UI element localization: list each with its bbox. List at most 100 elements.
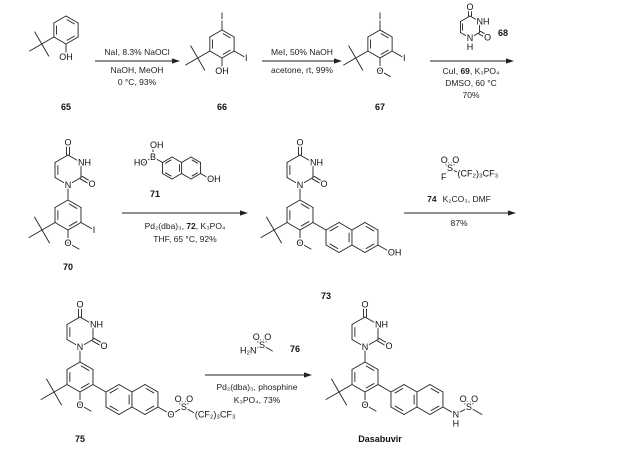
bond bbox=[157, 406, 172, 415]
bond bbox=[152, 156, 163, 163]
bond bbox=[93, 337, 106, 346]
bond bbox=[67, 222, 82, 231]
bond bbox=[91, 340, 104, 348]
bond bbox=[53, 36, 67, 45]
bond bbox=[41, 36, 55, 45]
bond bbox=[190, 156, 202, 163]
bond bbox=[266, 216, 275, 231]
bond bbox=[54, 199, 69, 208]
bond bbox=[300, 203, 310, 209]
fluorine: F bbox=[441, 172, 447, 182]
reaction-arrow-3 bbox=[430, 58, 514, 64]
bond bbox=[390, 384, 405, 393]
bond bbox=[377, 384, 392, 393]
ring-nitrogen: N bbox=[467, 33, 474, 43]
bond bbox=[450, 160, 458, 170]
carbonyl-oxygen: O bbox=[484, 32, 491, 42]
arrowhead-icon bbox=[506, 58, 514, 64]
bond bbox=[105, 406, 120, 415]
bond bbox=[28, 229, 43, 238]
bond bbox=[118, 384, 133, 393]
step-4-pre: Pd₂(dba)₃, bbox=[145, 221, 187, 231]
atom-labels: OH bbox=[58, 50, 75, 63]
arrowhead-icon bbox=[172, 58, 180, 64]
compound-67-number: 67 bbox=[375, 102, 385, 112]
bonds bbox=[185, 15, 247, 72]
bond bbox=[40, 391, 55, 400]
bond bbox=[144, 406, 159, 415]
bond bbox=[67, 177, 82, 186]
step-3-post: , K₃PO₄ bbox=[470, 66, 500, 76]
sulfur: S bbox=[466, 402, 472, 412]
bond bbox=[364, 222, 379, 231]
imide-nh: NH bbox=[78, 158, 91, 168]
carbonyl-oxygen: O bbox=[296, 137, 303, 147]
bond bbox=[197, 50, 211, 59]
bond bbox=[443, 167, 451, 178]
step-2-solvent-yield: acetone, rt, 99% bbox=[271, 65, 333, 75]
reaction-arrow-1 bbox=[95, 58, 180, 64]
bond bbox=[478, 33, 488, 39]
bond bbox=[312, 222, 327, 231]
bond bbox=[442, 160, 450, 170]
carbonyl-oxygen: O bbox=[386, 341, 393, 351]
bond bbox=[183, 406, 198, 415]
bond bbox=[311, 178, 324, 186]
bond bbox=[364, 316, 379, 325]
bonds bbox=[29, 15, 79, 58]
sulfonyl-oxygen: O bbox=[452, 155, 459, 165]
step-3-conditions: CuI, 69, K₃PO₄ DMSO, 60 °C 70% 68 bbox=[442, 28, 508, 100]
bond bbox=[365, 243, 375, 249]
step-1-reagents: NaI, 8.3% NaOCl bbox=[104, 47, 169, 57]
bond bbox=[162, 156, 173, 163]
bond bbox=[66, 361, 81, 370]
bond bbox=[105, 384, 120, 393]
bond bbox=[176, 399, 184, 409]
bond bbox=[377, 244, 392, 253]
atom-labels: IIO bbox=[375, 10, 407, 78]
bond bbox=[286, 199, 301, 208]
bond bbox=[92, 384, 107, 393]
arrowhead-icon bbox=[240, 210, 248, 216]
bond bbox=[348, 45, 357, 59]
reaction-arrow-5 bbox=[404, 210, 516, 216]
reagent-68-number: 68 bbox=[498, 28, 508, 38]
bond bbox=[252, 344, 263, 351]
bond bbox=[34, 216, 43, 231]
sulfonyl-oxygen: O bbox=[441, 155, 448, 165]
ring-nitrogen: N bbox=[65, 180, 72, 190]
bond bbox=[286, 154, 301, 163]
bond bbox=[142, 156, 154, 163]
bond bbox=[221, 50, 235, 59]
iodine: I bbox=[403, 53, 406, 63]
step-3-pre: CuI, bbox=[442, 66, 460, 76]
bond bbox=[170, 406, 185, 415]
bond bbox=[467, 397, 474, 407]
bond bbox=[367, 29, 381, 38]
bond bbox=[329, 226, 339, 232]
carbonyl-oxygen: O bbox=[466, 2, 473, 12]
perfluorobutyl-chain: (CF₂)₃CF₃ bbox=[195, 410, 236, 420]
imide-nh: NH bbox=[310, 158, 323, 168]
bond bbox=[191, 172, 199, 177]
perfluorobutyl-chain: (CF₂)₃CF₃ bbox=[458, 169, 499, 179]
reaction-arrow-6 bbox=[205, 372, 312, 378]
bond bbox=[79, 384, 94, 393]
step-3-reagents: CuI, 69, K₃PO₄ bbox=[442, 66, 500, 76]
bond bbox=[222, 49, 231, 55]
bond bbox=[67, 154, 82, 163]
bond bbox=[254, 337, 262, 347]
bond bbox=[325, 222, 340, 231]
bonds bbox=[260, 141, 392, 253]
bond bbox=[66, 316, 81, 325]
bond bbox=[469, 15, 480, 22]
bond bbox=[68, 221, 78, 227]
bond bbox=[209, 50, 223, 59]
bonds bbox=[460, 6, 489, 39]
